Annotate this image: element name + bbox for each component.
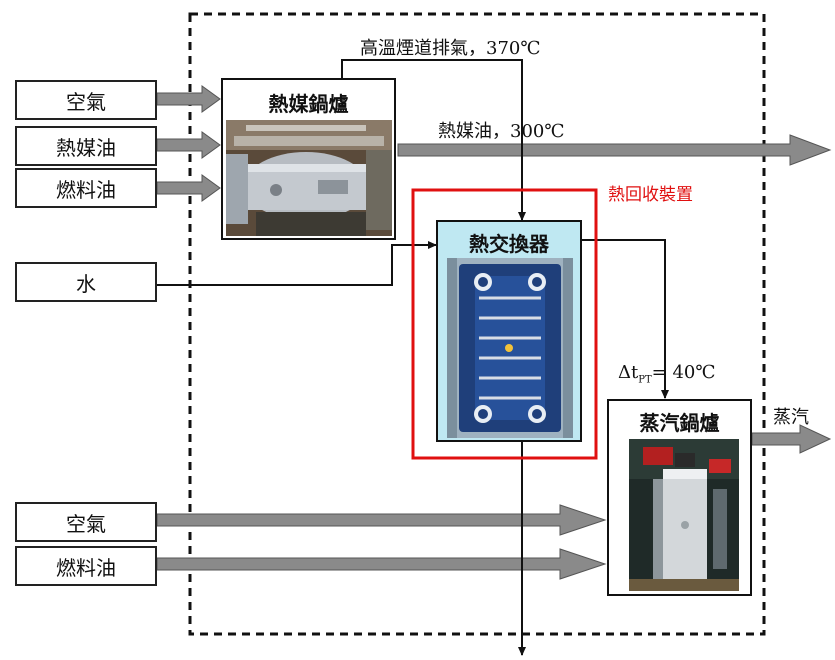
thermal-oil-boiler-title: 熱媒鍋爐	[268, 92, 349, 116]
delta-t-label: ΔtPT= 40℃	[618, 362, 715, 386]
delta-t-value: = 40℃	[651, 362, 716, 383]
input-water: 水	[15, 262, 157, 302]
thermal-oil-out-label: 熱媒油，300℃	[438, 121, 565, 142]
thermal-oil-boiler: 熱媒鍋爐	[221, 78, 396, 240]
arrow-steam-out	[751, 424, 832, 454]
input-air-bottom: 空氣	[15, 502, 157, 542]
input-fuel-oil-bottom: 燃料油	[15, 546, 157, 586]
arrow-oil-top	[156, 131, 221, 159]
heat-exchanger: 熱交換器	[436, 220, 582, 442]
system-boundary	[188, 12, 766, 636]
steam-boiler-title: 蒸汽鍋爐	[639, 411, 720, 435]
steam-boiler-photo	[629, 439, 739, 591]
input-arrows-bottom	[156, 504, 607, 580]
flue-gas-label: 高溫煙道排氣，370℃	[360, 38, 541, 59]
input-fuel-oil-top: 燃料油	[15, 168, 157, 208]
delta-t-prefix: Δt	[618, 362, 639, 383]
heat-exchanger-title: 熱交換器	[469, 232, 549, 256]
steam-label: 蒸汽	[773, 407, 809, 428]
arrow-fuel-top	[156, 174, 221, 202]
water-line	[157, 241, 437, 286]
heat-exchanger-photo	[447, 258, 573, 438]
input-thermal-oil-top: 熱媒油	[15, 126, 157, 166]
arrow-air-top	[156, 85, 221, 113]
heat-recovery-frame	[411, 188, 598, 460]
steam-boiler: 蒸汽鍋爐	[607, 399, 752, 596]
delta-t-subscript: PT	[638, 374, 652, 386]
arrow-fuel-bottom	[156, 548, 607, 580]
input-air-top: 空氣	[15, 80, 157, 120]
arrow-air-bottom	[156, 504, 607, 536]
input-arrows-top	[156, 85, 221, 202]
thermal-oil-boiler-photo	[226, 120, 392, 236]
arrow-thermal-oil-out	[397, 134, 832, 166]
preheated-water-line	[582, 239, 669, 399]
heat-recovery-label: 熱回收裝置	[608, 185, 693, 205]
flue-gas-line	[341, 59, 526, 221]
